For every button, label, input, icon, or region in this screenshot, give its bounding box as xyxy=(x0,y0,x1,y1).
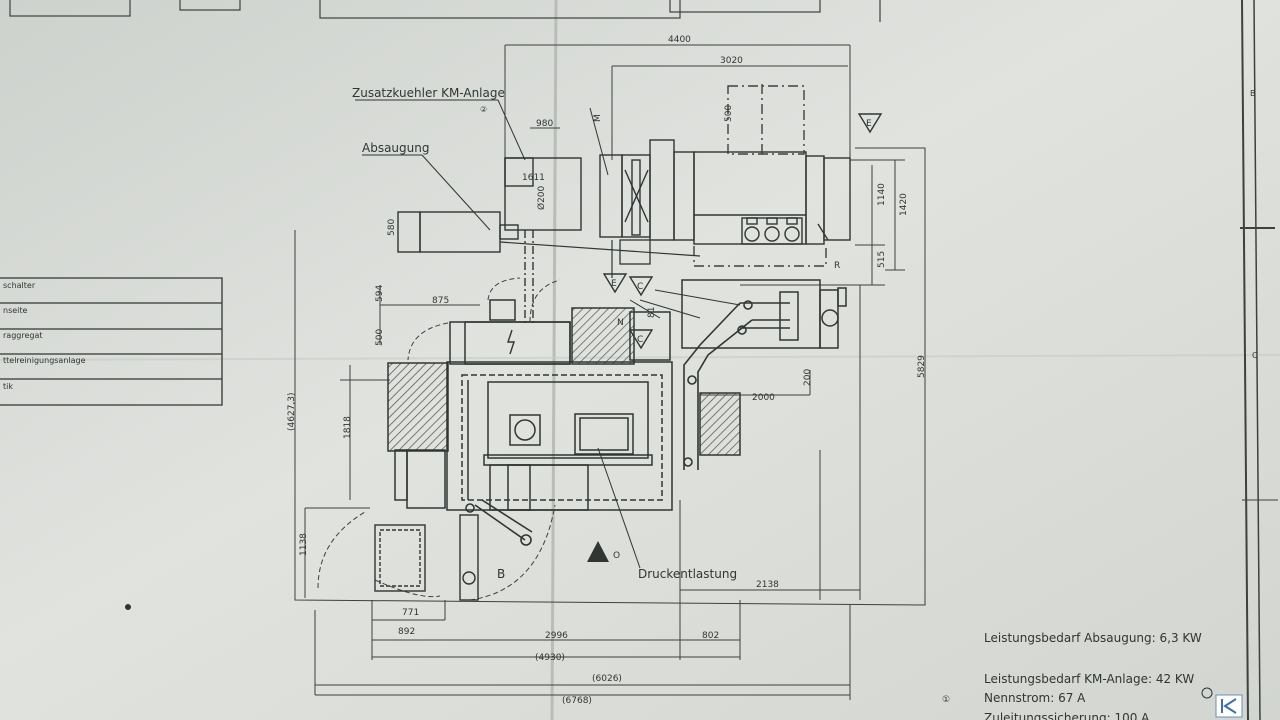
paper-fold-2 xyxy=(0,354,1280,361)
dim-892: 892 xyxy=(398,627,415,637)
dim-2138: 2138 xyxy=(756,580,779,590)
dim-1138: 1138 xyxy=(299,533,309,556)
marker-n: N xyxy=(617,318,624,328)
legend-table xyxy=(0,277,223,406)
dim-4400: 4400 xyxy=(668,35,691,45)
control-cabinet xyxy=(374,514,479,601)
side-mark-b: B xyxy=(1250,89,1256,98)
legend-item-5: tik xyxy=(3,382,13,391)
ink-dot xyxy=(125,604,131,610)
triangle-markers xyxy=(602,113,883,350)
dim-1140: 1140 xyxy=(877,183,887,206)
dim-594: 594 xyxy=(375,285,385,302)
dim-2996: 2996 xyxy=(545,631,568,641)
dim-200-dia: Ø200 xyxy=(536,185,547,210)
dim-3020: 3020 xyxy=(720,56,743,66)
dim-1611: 1611 xyxy=(522,173,545,183)
dim-771: 771 xyxy=(402,608,419,618)
cable-chain xyxy=(465,300,790,546)
dim-6768: (6768) xyxy=(562,696,592,706)
dim-6026: (6026) xyxy=(592,674,622,684)
marker-e-1: E xyxy=(611,279,617,289)
dim-802: 802 xyxy=(702,631,719,641)
label-circle-2: ② xyxy=(480,105,487,114)
dim-4930: (4930) xyxy=(535,653,565,663)
marker-m: M xyxy=(593,114,603,122)
dimension-texts: 4400 3020 980 1611 500 1140 1420 515 Ø20… xyxy=(287,35,927,706)
marker-b: B xyxy=(497,567,505,581)
absaugung-unit xyxy=(397,157,582,325)
legend-item-4: ttelreinigungsanlage xyxy=(3,356,86,365)
dim-81: 81 xyxy=(647,307,657,318)
label-druckentlastung: Druckentlastung xyxy=(638,567,737,581)
dim-980: 980 xyxy=(536,119,553,129)
dim-4627: (4627,3) xyxy=(287,392,297,431)
dim-1420: 1420 xyxy=(899,193,909,216)
leader-lines xyxy=(355,99,741,569)
dim-1818: 1818 xyxy=(343,416,353,439)
dimension-lines xyxy=(294,44,926,700)
note-zuleitung: Zuleitungssicherung: 100 A xyxy=(984,711,1150,720)
note-circle-2-mark xyxy=(1201,687,1213,699)
marker-c-2: C xyxy=(637,335,643,345)
lightning-symbol xyxy=(507,329,515,355)
side-mark-c: C xyxy=(1252,351,1258,360)
dim-2000: 2000 xyxy=(752,393,775,403)
marker-o: O xyxy=(613,551,620,561)
note-km-power: Leistungsbedarf KM-Anlage: 42 KW xyxy=(984,672,1194,686)
dim-580: 580 xyxy=(387,219,397,236)
note-nennstrom: Nennstrom: 67 A xyxy=(984,691,1086,705)
note-circle-1: ① xyxy=(942,695,950,705)
label-absaugung: Absaugung xyxy=(362,141,429,155)
sheet-border xyxy=(1240,0,1278,720)
dim-500b: 500 xyxy=(375,329,385,346)
top-fragments xyxy=(9,0,881,22)
note-absaugung-power: Leistungsbedarf Absaugung: 6,3 KW xyxy=(984,631,1202,645)
door-swings xyxy=(317,277,561,601)
main-machine xyxy=(387,279,847,511)
marker-r: R xyxy=(834,261,840,271)
dim-875: 875 xyxy=(432,296,449,306)
dim-515: 515 xyxy=(877,251,887,268)
label-zusatzkuehler: Zusatzkuehler KM-Anlage xyxy=(352,86,505,100)
marker-c-1: C xyxy=(637,282,643,292)
paper-fold xyxy=(550,0,558,720)
filled-triangle xyxy=(587,541,609,562)
pump-motors xyxy=(741,217,803,245)
dim-200: 200 xyxy=(803,369,813,386)
legend-item-2: nseite xyxy=(3,306,28,315)
dim-5829: 5829 xyxy=(917,355,927,378)
dim-500a: 500 xyxy=(724,105,734,122)
legend-item-1: schalter xyxy=(3,281,36,290)
legend-item-3: raggregat xyxy=(3,331,43,340)
corner-logo-icon xyxy=(1215,694,1243,718)
marker-e-2: E xyxy=(866,119,872,129)
conduit xyxy=(499,240,701,278)
